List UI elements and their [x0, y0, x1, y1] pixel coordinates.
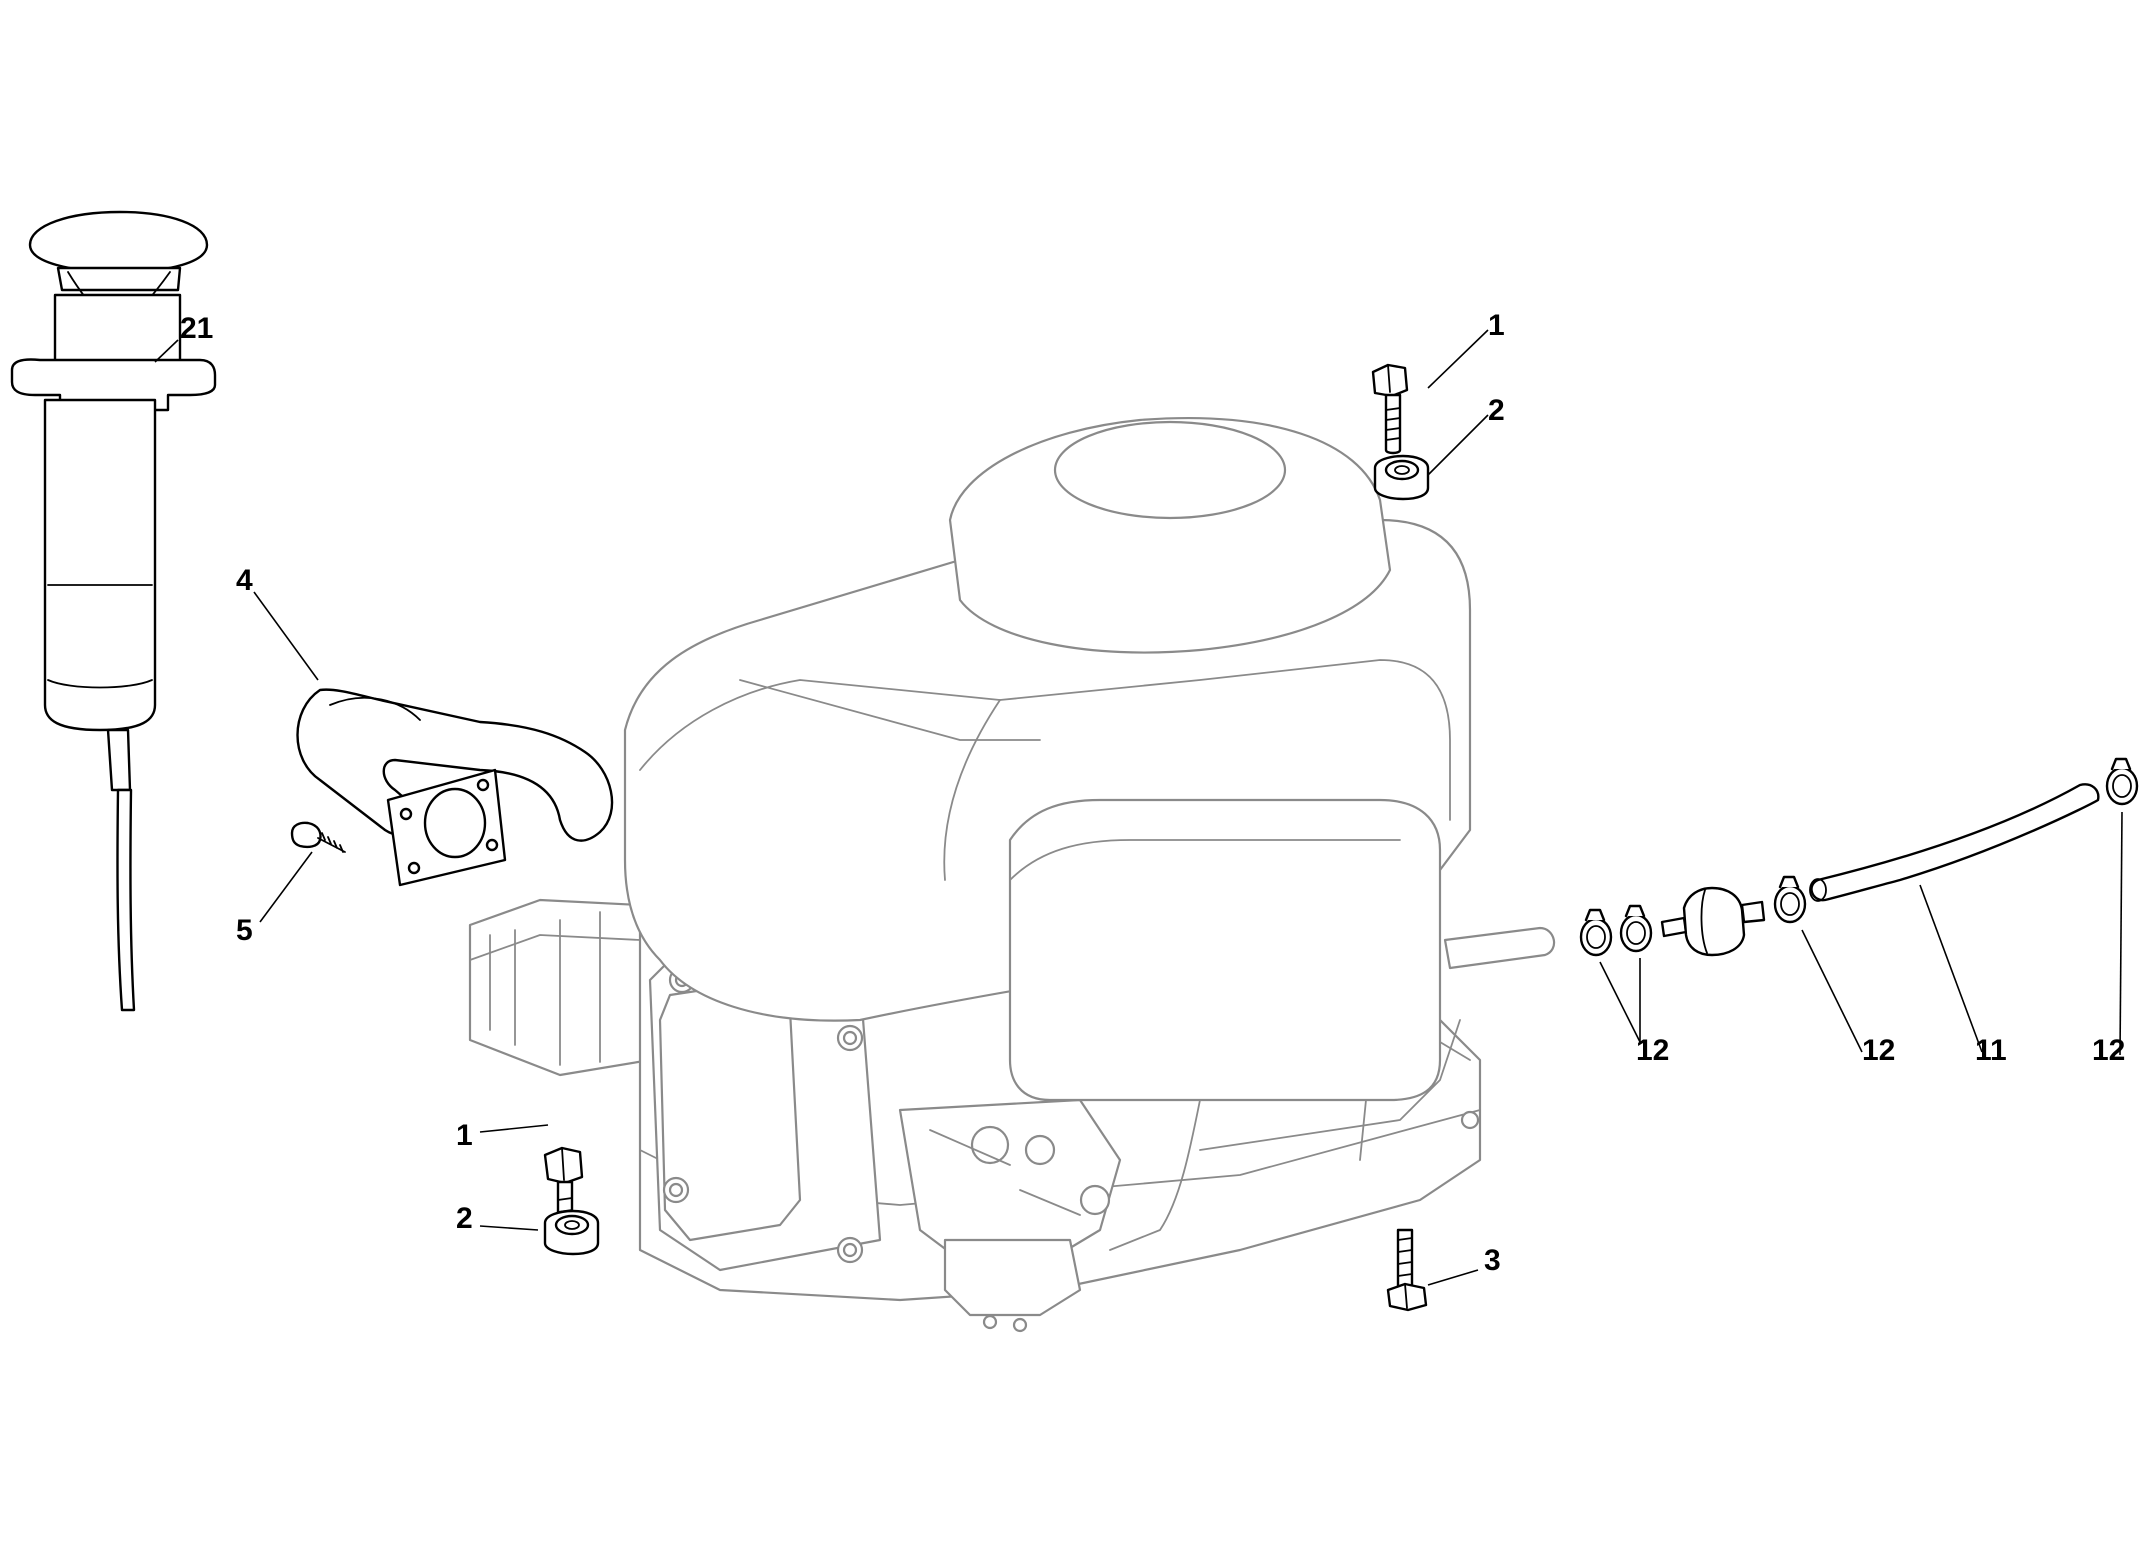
callout-bolt-bottom: 1 — [456, 1119, 473, 1152]
callout-labels: 21 1 2 4 5 1 2 3 12 12 11 12 — [180, 309, 2125, 1277]
hose-clamp-3 — [1773, 875, 1807, 924]
callout-exhaust-pipe: 4 — [236, 564, 253, 597]
bolt-top — [1371, 363, 1409, 455]
fuel-hose — [1809, 783, 2100, 902]
callout-clamp-after-filter: 12 — [1862, 1034, 1895, 1067]
callout-clamp-end: 12 — [2092, 1034, 2125, 1067]
callout-nut-top: 2 — [1488, 394, 1505, 427]
hose-clamp-1 — [1579, 908, 1613, 957]
callout-clamps-pair: 12 — [1636, 1034, 1669, 1067]
leader-lines — [154, 329, 2123, 1286]
nut-bottom — [543, 1209, 600, 1256]
callout-syringe: 21 — [180, 312, 213, 345]
hose-clamp-2 — [1619, 904, 1653, 953]
nut-top — [1373, 454, 1430, 501]
hose-clamp-4 — [2105, 757, 2139, 806]
oil-syringe — [10, 210, 217, 1012]
engine-illustration — [468, 417, 1556, 1333]
bolt-lower-right — [1386, 1228, 1428, 1312]
screw — [290, 821, 346, 853]
callout-bolt-top: 1 — [1488, 309, 1505, 342]
callout-fuel-hose: 11 — [1975, 1034, 2007, 1067]
exhaust-pipe — [296, 688, 614, 887]
callout-screw: 5 — [236, 914, 253, 947]
callout-bolt-lower-right: 3 — [1484, 1244, 1501, 1277]
fuel-filter — [1660, 886, 1766, 957]
callout-nut-bottom: 2 — [456, 1202, 473, 1235]
